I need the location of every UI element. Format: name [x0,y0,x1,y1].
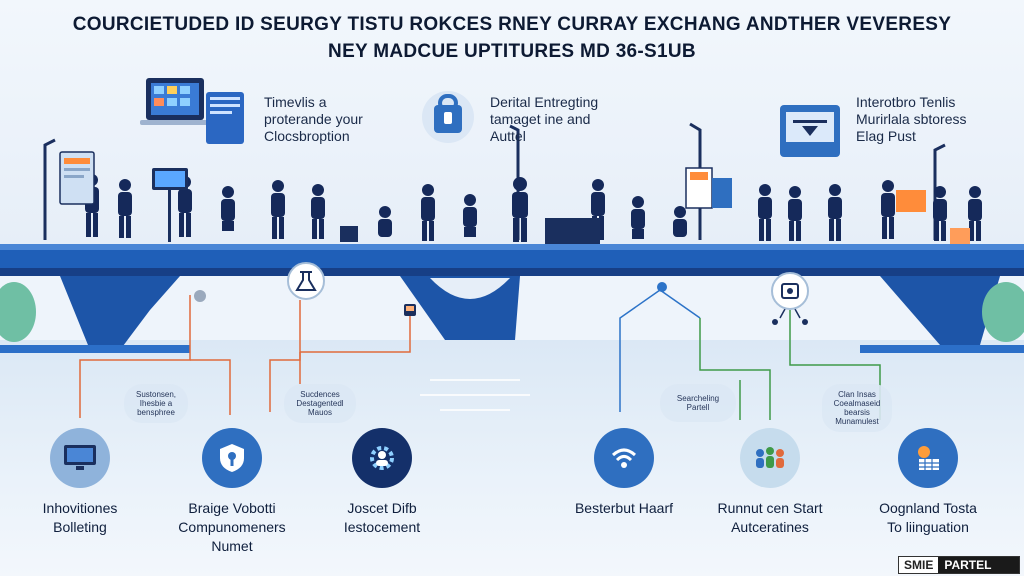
connectors [79,289,881,420]
bottom-label-compunomeners: Braige Vobotti Compunomeners Numet [150,499,314,556]
note-line: Partell [686,403,710,412]
people-silhouettes [85,174,982,242]
label-line: Iestocement [343,519,421,535]
label-line: Braige Vobotti [188,500,276,516]
gear-person-icon [352,428,412,488]
label-line: Autceratines [731,519,809,535]
badge-right: PARTEL [938,557,1019,573]
feature-security-text: Derital Entregting tamaget ine and Autte… [490,94,598,145]
note-line: Clan Insas [838,390,876,399]
feature-line: Timevlis a [264,94,327,110]
watermark-badge: SMIE PARTEL [898,556,1020,574]
sun-grid-icon [898,428,958,488]
shield-key-icon [202,428,262,488]
bottom-label-haarf: Besterbut Haarf [556,499,692,518]
download-screen-icon [780,105,840,157]
label-line: Besterbut Haarf [574,500,674,516]
bottom-label-iestocement: Joscet Difb Iestocement [318,499,446,537]
water-reflection [420,379,530,411]
monitor-icon [50,428,110,488]
badge-left: SMIE [899,557,939,573]
page-subtitle: NEY MADCUE UPTITURES MD 36-S1UB [328,41,696,62]
note-line: bearsis [844,408,870,417]
label-line: Runnut cen Start [717,500,823,516]
note-line: Mauos [307,408,332,417]
note-line: Destagentedl [296,399,344,408]
connector-note: Sustonsen, Ihesbie a bensphree [124,384,188,423]
small-node-dots [194,282,808,325]
label-line: Oognland Tosta [879,500,977,516]
bottom-label-autceratines: Runnut cen Start Autceratines [698,499,842,537]
feature-line: Elag Pust [856,128,916,144]
feature-line: tamaget ine and [490,111,591,127]
record-node-icon [771,272,809,310]
lock-icon [422,91,474,143]
feature-line: Auttel [490,128,526,144]
feature-line: Clocsbroption [264,128,350,144]
label-line: To liinguation [887,519,969,535]
label-line: Numet [211,538,253,554]
label-line: Joscet Difb [347,500,417,516]
feature-interaction-text: Interotbro Tenlis Murirlala sbtoress Ela… [856,94,966,145]
note-line: Sucdences [300,390,340,399]
connector-note: Clan Insas Coealmaseid bearsis Munamules… [822,384,892,432]
label-line: Compunomeners [178,519,286,535]
people-group-icon [740,428,800,488]
bottom-label-bolleting: Inhovitiones Bolleting [10,499,150,537]
note-line: bensphree [137,408,175,417]
note-line: Sustonsen, [135,390,177,399]
connector-note: Searcheling Partell [660,384,736,422]
plants [0,282,1024,342]
feature-line: Derital Entregting [490,94,599,110]
bridge-props [59,151,970,244]
feature-line: Murirlala sbtoress [856,111,967,127]
label-line: Inhovitiones [42,500,118,516]
connector-note: Sucdences Destagentedl Mauos [284,384,356,423]
note-line: Coealmaseid [833,399,881,408]
note-line: Ihesbie a [139,399,173,408]
page-title: COURCIETUDED ID SEURGY TISTU ROKCES RNEY… [72,14,952,35]
flask-node-icon [287,262,325,300]
note-line: Searcheling [676,394,720,403]
feature-line: Interotbro Tenlis [856,94,956,110]
laptop-dashboard-icon [140,78,244,144]
feature-line: proterande your [264,111,363,127]
note-line: Munamulest [835,417,879,426]
wifi-hand-icon [594,428,654,488]
feature-subscription-text: Timevlis a proterande your Clocsbroption [264,94,363,145]
label-line: Bolleting [53,519,107,535]
bottom-label-linguation: Oognland Tosta To liinguation [856,499,1000,537]
bridge [0,244,1024,353]
